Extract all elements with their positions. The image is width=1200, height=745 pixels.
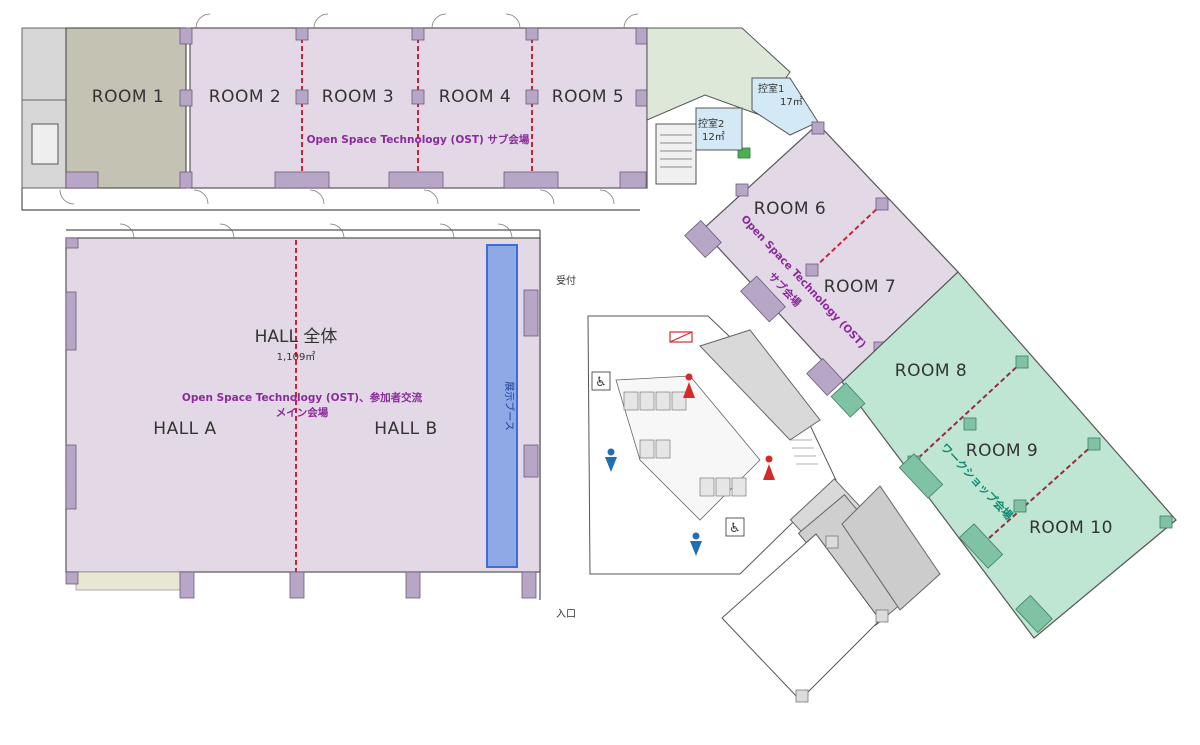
- exhibit-booth-label: 展示ブース: [503, 381, 516, 431]
- room-3-label: ROOM 3: [322, 87, 394, 107]
- room-6-label: ROOM 6: [754, 199, 826, 219]
- room-1-label: ROOM 1: [92, 87, 164, 107]
- room-1-area[interactable]: [65, 27, 187, 189]
- wheelchair-icon: ♿: [725, 517, 745, 537]
- svg-text:♿: ♿: [595, 375, 607, 390]
- room-4-label: ROOM 4: [439, 87, 511, 107]
- rooms-8-10-wing: ROOM 8 ROOM 9 ROOM 10 ワークショップ会場: [830, 271, 1177, 639]
- room-5-label: ROOM 5: [552, 87, 624, 107]
- partition-6-7: [811, 203, 883, 271]
- male-toilet-icon: [605, 448, 617, 472]
- room-9-label: ROOM 9: [966, 441, 1038, 461]
- waiting-room-2-name: 控室2: [698, 117, 724, 130]
- female-toilet-icon: [763, 455, 775, 480]
- room-7-label: ROOM 7: [824, 277, 896, 297]
- room-10-label: ROOM 10: [1029, 518, 1113, 538]
- svg-text:♿: ♿: [729, 521, 741, 536]
- room-2-label: ROOM 2: [209, 87, 281, 107]
- waiting-room-1-area: 17㎡: [780, 96, 803, 108]
- hall-area[interactable]: [65, 237, 541, 573]
- entrance-label: 入口: [556, 609, 576, 620]
- rooms-2-5-area[interactable]: [189, 27, 648, 189]
- exit-icon: [737, 147, 751, 159]
- rooms-8-10-area[interactable]: [841, 271, 1177, 639]
- partition-9-10: [977, 443, 1095, 549]
- hall-area-label: 1,109㎡: [277, 351, 316, 363]
- smoking-icon: [669, 331, 693, 343]
- lower-lobby: [721, 485, 941, 703]
- female-toilet-icon: [683, 373, 695, 398]
- reception-label: 受付: [556, 274, 576, 287]
- male-toilet-icon: [690, 532, 702, 556]
- hall-b-label: HALL B: [374, 419, 437, 439]
- waiting-room-1-name: 控室1: [758, 82, 784, 95]
- hall-title: HALL 全体: [255, 327, 338, 347]
- waiting-room-2[interactable]: [695, 107, 743, 151]
- top-room-row: ROOM 1 ROOM 2 ROOM 3 ROOM 4 ROOM 5 Open …: [65, 27, 649, 189]
- service-block: [21, 27, 67, 189]
- ost-main-line1: Open Space Technology (OST)、参加者交流: [182, 391, 423, 404]
- wheelchair-icon: ♿: [591, 371, 611, 391]
- room-8-label: ROOM 8: [895, 361, 967, 381]
- hall-a-label: HALL A: [153, 419, 216, 439]
- exhibit-booth[interactable]: [486, 244, 518, 568]
- ost-sub-label-top: Open Space Technology (OST) サブ会場: [307, 133, 530, 146]
- waiting-room-1[interactable]: [751, 77, 819, 136]
- hall: HALL 全体 1,109㎡ Open Space Technology (OS…: [65, 237, 541, 599]
- toilet-core: ♿ ♿: [587, 315, 923, 626]
- waiting-rooms: 控室1 17㎡ 控室2 12㎡: [695, 77, 819, 151]
- ost-main-line2: メイン会場: [276, 406, 329, 419]
- partition-8-9: [913, 361, 1023, 463]
- door-swings: [59, 13, 639, 239]
- waiting-room-2-area: 12㎡: [702, 131, 725, 143]
- hall-stage: [75, 571, 181, 591]
